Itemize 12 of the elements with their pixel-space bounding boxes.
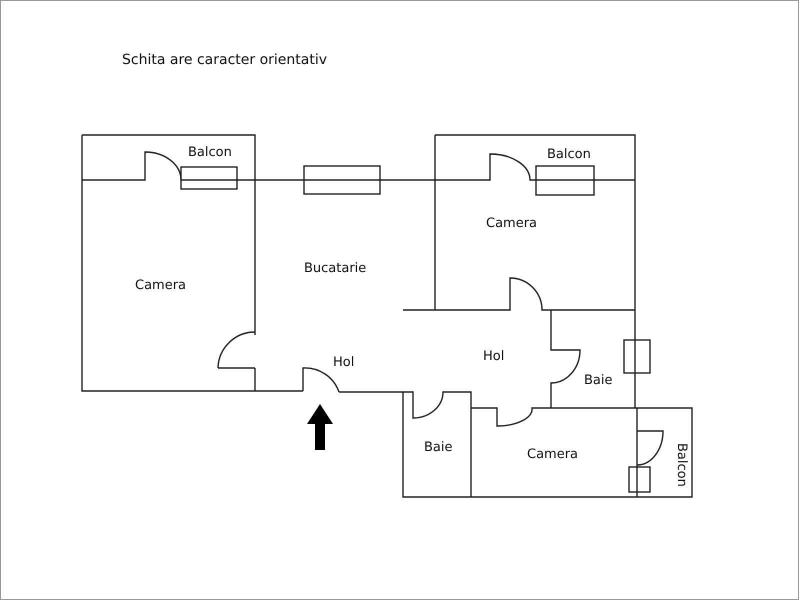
room-label: Camera <box>486 217 538 230</box>
room-label: Camera <box>527 448 578 461</box>
room-label: Baie <box>584 374 612 387</box>
room-label: Hol <box>483 350 504 363</box>
room-label: Balcon <box>547 148 591 161</box>
room-label: Balcon <box>188 146 232 159</box>
title: Schita are caracter orientativ <box>122 52 328 68</box>
room-label: Camera <box>135 279 186 292</box>
room-label: Hol <box>333 356 354 369</box>
room-label: Bucatarie <box>304 262 366 275</box>
room-label: Balcon <box>675 443 688 487</box>
room-label: Baie <box>424 441 452 454</box>
